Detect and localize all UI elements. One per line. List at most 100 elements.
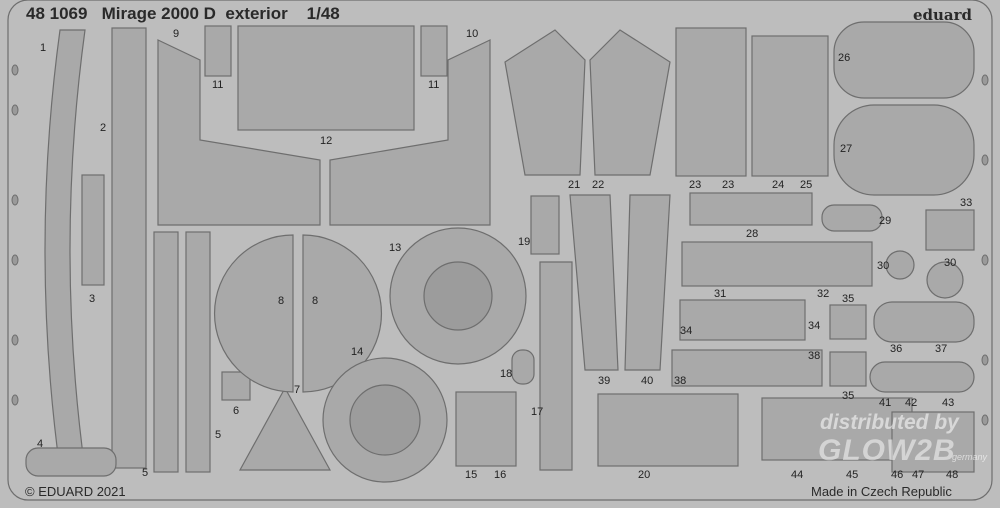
- part-number-5: 5: [215, 429, 222, 441]
- part-24-25: [751, 35, 829, 177]
- part-21: [504, 29, 586, 176]
- part-28: [689, 192, 813, 226]
- part-8a: [213, 234, 294, 393]
- part-22: [589, 29, 671, 176]
- part-5a: [153, 231, 179, 473]
- part-number-17: 17: [531, 406, 544, 418]
- part-number-13: 13: [389, 242, 402, 254]
- part-26: [833, 21, 975, 99]
- part-number-11: 11: [212, 79, 224, 91]
- part-9: [157, 39, 321, 226]
- part-number-7: 7: [294, 384, 301, 396]
- part-11b: [420, 25, 448, 77]
- part-number-27: 27: [840, 143, 853, 155]
- part-number-1: 1: [40, 42, 47, 54]
- part-19: [530, 195, 560, 255]
- part-39: [569, 194, 619, 371]
- part-number-43: 43: [942, 397, 955, 409]
- part-35b: [829, 351, 867, 387]
- part-number-21: 21: [568, 179, 581, 191]
- part-number-6: 6: [233, 405, 240, 417]
- part-34: [679, 299, 806, 341]
- part-number-8: 8: [278, 295, 285, 307]
- part-number-20: 20: [638, 469, 651, 481]
- part-15-16: [455, 391, 517, 467]
- part-36-37: [873, 301, 975, 343]
- part-33: [925, 209, 975, 251]
- part-1: [44, 29, 86, 471]
- part-number-31: 31: [714, 288, 727, 300]
- part-29: [821, 204, 883, 232]
- part-10: [329, 39, 491, 226]
- part-11a: [204, 25, 232, 77]
- part-number-29: 29: [879, 215, 892, 227]
- part-number-3: 3: [89, 293, 96, 305]
- part-number-18: 18: [500, 368, 513, 380]
- part-41-43: [869, 361, 975, 393]
- part-number-42: 42: [905, 397, 918, 409]
- watermark-line1: distributed by: [820, 411, 959, 434]
- part-number-26: 26: [838, 52, 851, 64]
- part-number-14: 14: [351, 346, 364, 358]
- part-46-48: [891, 411, 975, 473]
- part-number-23: 23: [722, 179, 735, 191]
- part-5b: [185, 231, 211, 473]
- watermark-logo: GLOW2B: [818, 434, 956, 467]
- part-number-5: 5: [142, 467, 149, 479]
- copyright: © EDUARD 2021: [25, 484, 126, 499]
- part-number-23: 23: [689, 179, 702, 191]
- part-number-32: 32: [817, 288, 830, 300]
- part-number-28: 28: [746, 228, 759, 240]
- part-number-36: 36: [890, 343, 903, 355]
- part-18: [511, 349, 535, 385]
- part-4: [25, 447, 117, 477]
- part-30a: [885, 250, 915, 280]
- part-number-16: 16: [494, 469, 507, 481]
- part-20: [597, 393, 739, 467]
- part-number-15: 15: [465, 469, 478, 481]
- part-12: [237, 25, 415, 131]
- part-number-30: 30: [944, 257, 957, 269]
- part-number-9: 9: [173, 28, 180, 40]
- part-number-48: 48: [946, 469, 959, 481]
- part-number-37: 37: [935, 343, 948, 355]
- part-31-32: [681, 241, 873, 287]
- part-number-38: 38: [808, 350, 821, 362]
- part-number-10: 10: [466, 28, 479, 40]
- part-3: [81, 174, 105, 286]
- part-23: [675, 27, 747, 177]
- part-number-45: 45: [846, 469, 859, 481]
- part-number-19: 19: [518, 236, 531, 248]
- part-number-35: 35: [842, 390, 855, 402]
- part-number-34: 34: [808, 320, 821, 332]
- part-2: [111, 27, 147, 469]
- part-6: [221, 371, 251, 401]
- part-38: [671, 349, 823, 387]
- part-number-44: 44: [791, 469, 804, 481]
- part-number-46: 46: [891, 469, 904, 481]
- part-number-41: 41: [879, 397, 892, 409]
- part-30b: [926, 261, 964, 299]
- part-number-22: 22: [592, 179, 605, 191]
- watermark-line3: germany: [952, 452, 988, 462]
- part-number-40: 40: [641, 375, 654, 387]
- part-number-38: 38: [674, 375, 687, 387]
- fret-title: 48 1069 Mirage 2000 D exterior 1/48: [26, 4, 340, 23]
- part-number-2: 2: [100, 122, 107, 134]
- origin-text: Made in Czech Republic: [811, 484, 952, 499]
- part-27: [833, 104, 975, 196]
- part-44-45: [761, 397, 913, 461]
- part-number-34: 34: [680, 325, 693, 337]
- brand-logo: eduard: [912, 6, 972, 24]
- part-number-30: 30: [877, 260, 890, 272]
- fret-frame: [7, 0, 993, 501]
- part-number-8: 8: [312, 295, 319, 307]
- part-number-4: 4: [37, 438, 44, 450]
- part-7: [238, 386, 332, 471]
- part-40: [624, 194, 671, 371]
- part-number-24: 24: [772, 179, 785, 191]
- part-number-39: 39: [598, 375, 611, 387]
- part-17: [539, 261, 573, 471]
